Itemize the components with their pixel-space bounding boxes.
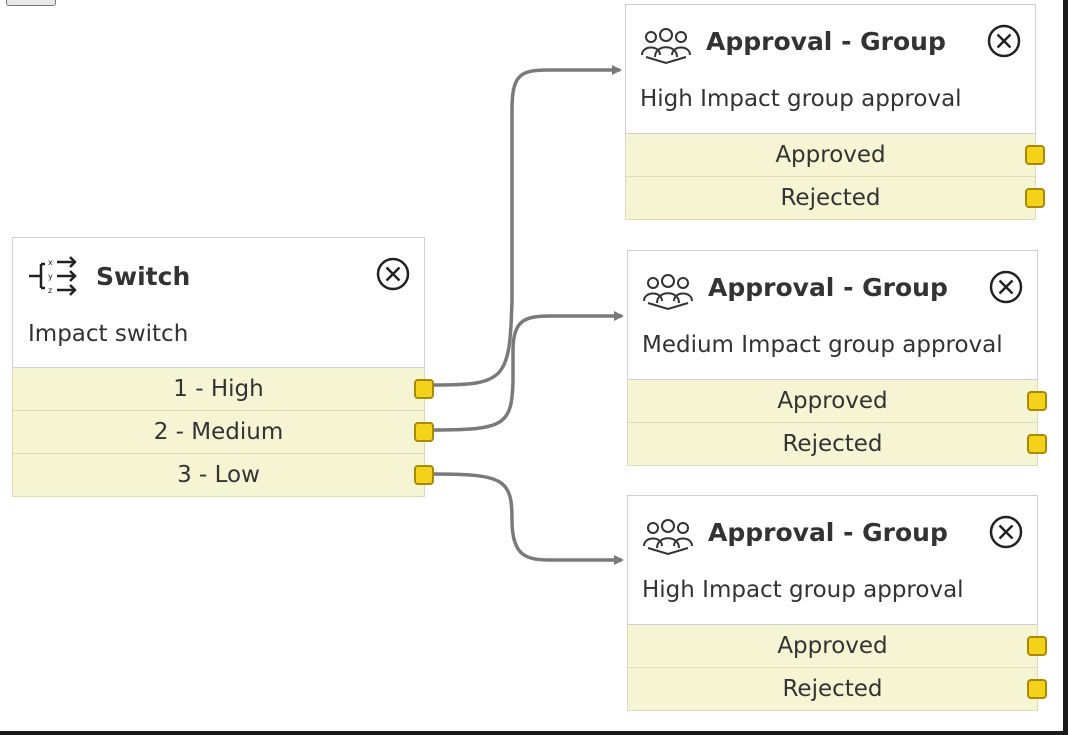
switch-output-medium: 2 - Medium <box>12 411 434 454</box>
approval-description: High Impact group approval <box>642 577 964 603</box>
output-label: Rejected <box>782 676 883 702</box>
output-label: Rejected <box>780 185 881 211</box>
approval-node-header: Approval - Group Medium Impact group app… <box>627 250 1038 380</box>
output-port[interactable] <box>414 379 434 399</box>
output-port[interactable] <box>1025 188 1045 208</box>
approval-group-node[interactable]: Approval - Group Medium Impact group app… <box>627 250 1047 466</box>
output-label: 3 - Low <box>177 462 260 488</box>
approval-description: Medium Impact group approval <box>642 332 1003 358</box>
approval-output-rejected: Rejected <box>625 177 1045 220</box>
approval-output-approved: Approved <box>627 625 1047 668</box>
group-users-icon <box>641 28 691 65</box>
approval-title: Approval - Group <box>708 518 948 547</box>
output-label: Rejected <box>782 431 883 457</box>
approval-output-approved: Approved <box>625 134 1045 177</box>
close-icon[interactable] <box>988 269 1024 305</box>
approval-group-node[interactable]: Approval - Group High Impact group appro… <box>625 4 1045 220</box>
output-port[interactable] <box>1027 434 1047 454</box>
output-port[interactable] <box>1027 391 1047 411</box>
approval-description: High Impact group approval <box>640 86 962 112</box>
output-label: Approved <box>777 633 888 659</box>
approval-title: Approval - Group <box>706 27 946 56</box>
switch-node-header: x y z Switch Impact switch <box>12 237 425 368</box>
corner-tab <box>6 0 56 6</box>
connector-high-to-approval-1 <box>433 65 622 387</box>
output-label: Approved <box>775 142 886 168</box>
switch-output-low: 3 - Low <box>12 454 434 497</box>
approval-node-header: Approval - Group High Impact group appro… <box>625 4 1036 134</box>
approval-node-header: Approval - Group High Impact group appro… <box>627 495 1038 625</box>
connector-low-to-approval-3 <box>433 472 624 565</box>
group-users-icon <box>643 274 693 311</box>
approval-group-node[interactable]: Approval - Group High Impact group appro… <box>627 495 1047 711</box>
svg-text:z: z <box>48 286 52 295</box>
approval-output-rejected: Rejected <box>627 423 1047 466</box>
output-label: 2 - Medium <box>153 419 284 445</box>
close-icon[interactable] <box>988 514 1024 550</box>
svg-text:y: y <box>48 272 53 281</box>
output-port[interactable] <box>414 422 434 442</box>
switch-branch-icon: x y z <box>29 256 77 296</box>
output-port[interactable] <box>1027 679 1047 699</box>
svg-text:x: x <box>48 258 53 267</box>
close-icon[interactable] <box>986 23 1022 59</box>
connector-medium-to-approval-2 <box>433 311 624 432</box>
switch-output-high: 1 - High <box>12 368 434 411</box>
output-label: 1 - High <box>173 376 264 402</box>
window-border-bottom <box>0 731 1068 735</box>
approval-title: Approval - Group <box>708 273 948 302</box>
output-port[interactable] <box>1025 145 1045 165</box>
window-border-right <box>1063 0 1068 735</box>
switch-node[interactable]: x y z Switch Impact switch 1 - High 2 - … <box>12 237 434 497</box>
output-label: Approved <box>777 388 888 414</box>
switch-title: Switch <box>96 262 191 291</box>
output-port[interactable] <box>1027 636 1047 656</box>
approval-output-rejected: Rejected <box>627 668 1047 711</box>
close-icon[interactable] <box>375 256 411 292</box>
switch-description: Impact switch <box>28 321 189 347</box>
output-port[interactable] <box>414 465 434 485</box>
group-users-icon <box>643 519 693 556</box>
approval-output-approved: Approved <box>627 380 1047 423</box>
